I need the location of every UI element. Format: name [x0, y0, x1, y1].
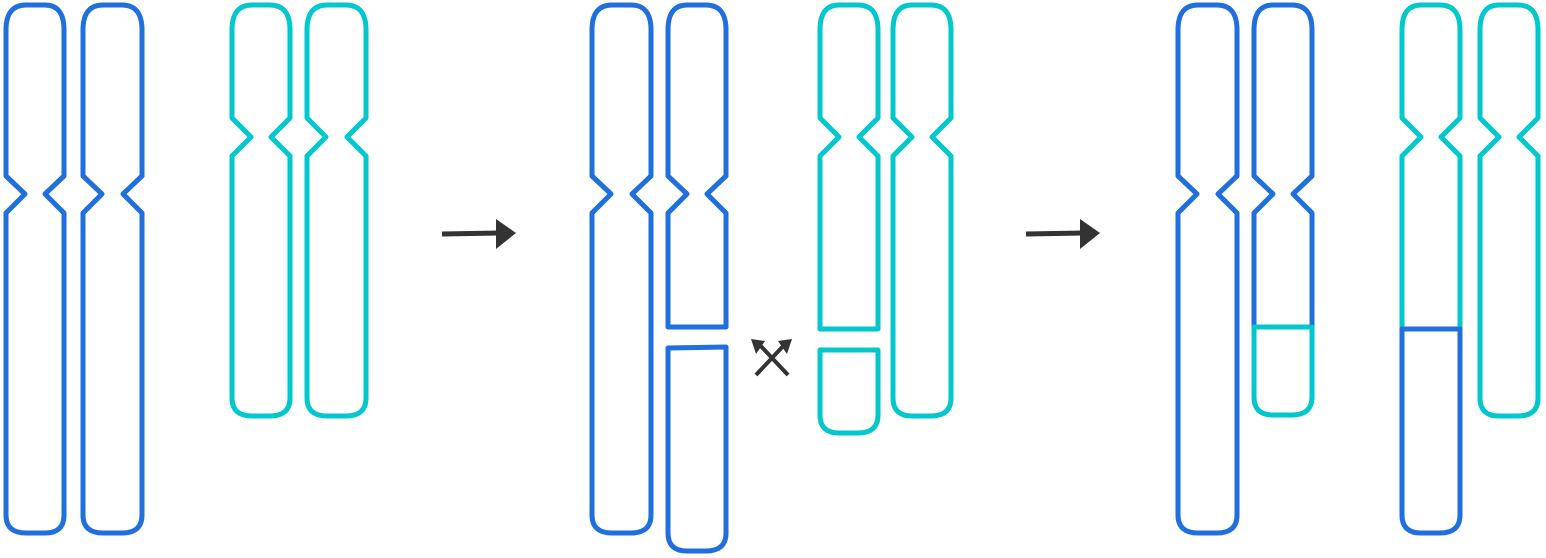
chromosome-pair-cyan [229, 2, 369, 419]
chromatid-recombinant-cyan-bottom [1251, 324, 1315, 418]
chromatid-cyan-left [229, 2, 293, 419]
stage-breakage [589, 2, 954, 554]
chromatid-cyan-right [304, 2, 369, 419]
stage-after-exchange [1175, 2, 1541, 536]
chromatid-blue-lower-fragment [665, 344, 729, 554]
stage-before-exchange [3, 2, 369, 536]
chromatid-blue-intact [1175, 2, 1240, 536]
chromatid-cyan-lower-fragment [817, 347, 881, 436]
chromatid-blue-upper-fragment [665, 2, 729, 330]
chromatid-cyan-upper-fragment [817, 2, 881, 332]
chromatid-blue-left [3, 2, 67, 536]
chromosome-pair-cyan-recombined [1399, 2, 1541, 536]
chromatid-cyan-intact [1477, 2, 1541, 419]
chromatid-cyan-intact [890, 2, 954, 419]
chromosome-pair-cyan-broken [817, 2, 954, 419]
crossed-arrows-icon [751, 339, 792, 377]
chromosome-pair-blue-recombined [1175, 2, 1315, 536]
chromatid-recombinant-blue-bottom [1399, 326, 1463, 536]
right-arrow-icon [1025, 219, 1100, 249]
right-arrow-icon [441, 219, 516, 249]
chromatid-blue-intact [589, 2, 654, 536]
chromatid-recombinant-cyan-top [1399, 2, 1463, 332]
chromatid-recombinant-blue-top [1251, 2, 1315, 330]
chromosome-pair-blue [3, 2, 145, 536]
chromosome-pair-blue-broken [589, 2, 729, 536]
chromatid-blue-right [80, 2, 145, 536]
